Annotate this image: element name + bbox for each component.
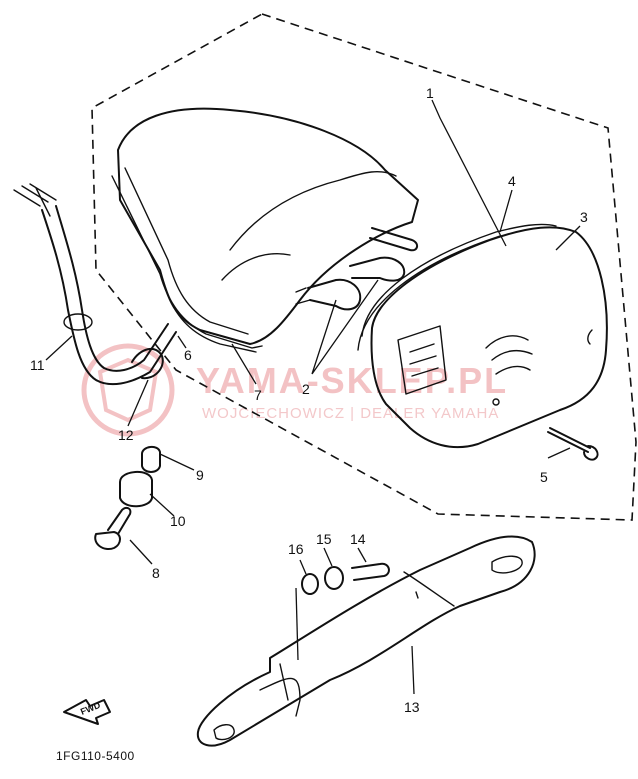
callout-13: 13 xyxy=(404,699,420,715)
assembly-boundary xyxy=(91,13,637,521)
callout-8: 8 xyxy=(152,565,160,581)
fwd-arrow-icon xyxy=(63,699,111,725)
callouts: 1 2 3 4 5 6 7 8 9 10 11 12 13 14 15 16 xyxy=(30,85,588,715)
grommet-10 xyxy=(119,471,153,508)
bolt-14 xyxy=(351,562,390,581)
reflector-window xyxy=(397,325,447,395)
watermark-sub-text: WOJCIECHOWICZ | DEALER YAMAHA xyxy=(202,405,499,422)
callout-6: 6 xyxy=(184,347,192,363)
leader-lines xyxy=(45,99,581,695)
callout-10: 10 xyxy=(170,513,186,529)
lens-assembly xyxy=(357,223,608,449)
spacer-9 xyxy=(141,446,161,473)
callout-15: 15 xyxy=(316,531,332,547)
callout-7: 7 xyxy=(254,387,262,403)
callout-1: 1 xyxy=(426,85,434,101)
callout-11: 11 xyxy=(30,357,45,373)
callout-16: 16 xyxy=(288,541,304,557)
screw-5 xyxy=(547,427,599,461)
callout-14: 14 xyxy=(350,531,366,547)
callout-4: 4 xyxy=(508,173,516,189)
watermark: YAMA-SKLEP.PL WOJCIECHOWICZ | DEALER YAM… xyxy=(81,343,508,437)
forward-arrow: FWD xyxy=(63,699,111,725)
washer-16 xyxy=(301,573,319,595)
callout-12: 12 xyxy=(118,427,134,443)
nut-15 xyxy=(324,566,344,590)
watermark-main-text: YAMA-SKLEP.PL xyxy=(196,360,508,401)
bulb-sockets xyxy=(295,227,418,311)
taillight-base xyxy=(111,107,419,349)
watermark-logo-mark xyxy=(97,357,159,423)
gasket-7 xyxy=(169,299,257,353)
part-code: 1FG110-5400 xyxy=(56,749,135,763)
callout-3: 3 xyxy=(580,209,588,225)
license-bracket xyxy=(196,535,536,747)
bolt-8 xyxy=(94,506,132,550)
callout-5: 5 xyxy=(540,469,548,485)
callout-9: 9 xyxy=(196,467,204,483)
callout-2: 2 xyxy=(302,381,310,397)
wire-harness xyxy=(13,183,177,386)
watermark-logo-ring xyxy=(81,343,175,437)
